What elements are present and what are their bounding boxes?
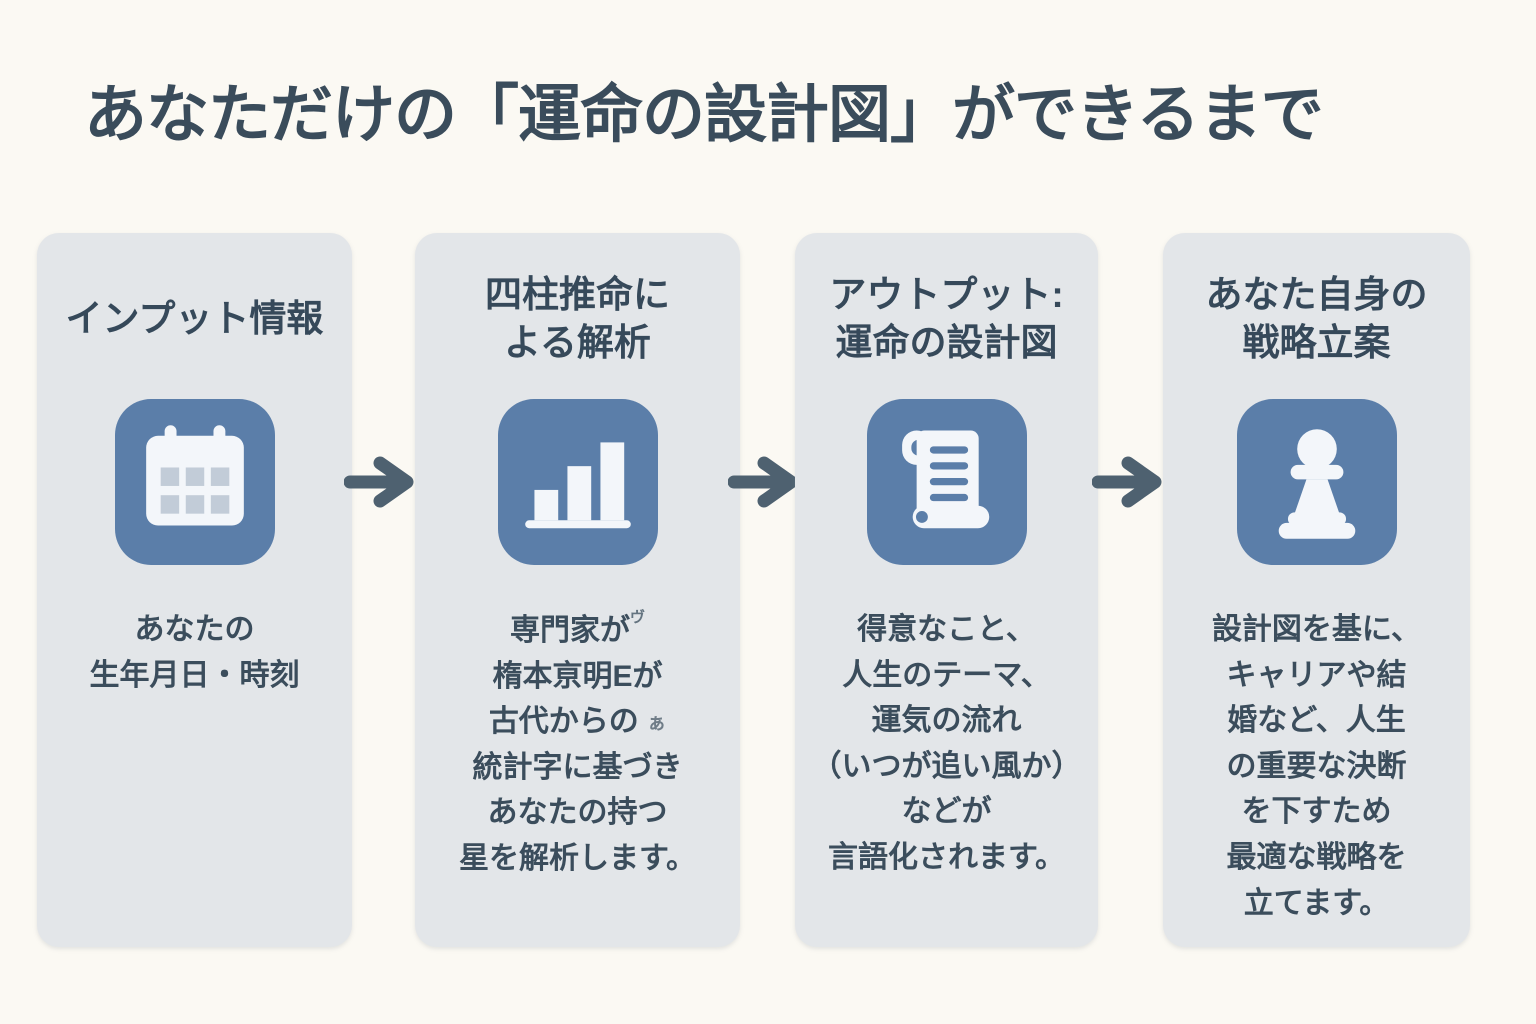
step-body: 得意なこと、 人生のテーマ、 運気の流れ （いつが追い風か） などが 言語化され… xyxy=(812,607,1082,881)
arrow-right-icon xyxy=(344,456,414,508)
body-line: 楕本亰明Eが xyxy=(492,659,663,693)
body-line: （いつが追い風か） xyxy=(811,749,1082,783)
chess-pawn-icon xyxy=(1278,429,1355,539)
body-line: 運気の流れ xyxy=(871,704,1022,738)
body-line: 統計字に基づき xyxy=(472,750,683,784)
step-body: 設計図を基に、 キャリアや結 婚など、人生 の重要な決断 を下すため 最適な戦略… xyxy=(1212,607,1421,926)
body-line: あなたの持つ xyxy=(487,796,668,830)
step-header: あなた自身の 戦略立案 xyxy=(1206,263,1428,375)
step-card-strategy: あなた自身の 戦略立案 設計図を基に、 キャリアや結 婚など、人生 の重要な決断… xyxy=(1163,233,1470,947)
step-header-line: 運命の設計図 xyxy=(835,322,1058,363)
step-card-input: インプット情報 あなたの 生年月日・時刻 xyxy=(37,233,352,947)
body-line: 人生のテーマ、 xyxy=(842,658,1051,692)
step-header-line: インプット情報 xyxy=(65,297,324,339)
body-line: 専門家がヴ xyxy=(459,607,696,654)
body-line: 生年月日・時刻 xyxy=(89,658,300,692)
step-header: インプット情報 xyxy=(66,263,324,375)
step-header-line: アウトプット: xyxy=(829,273,1064,315)
step-body: あなたの 生年月日・時刻 xyxy=(90,607,300,698)
step-card-output: アウトプット: 運命の設計図 得意なこと、 人生のテーマ、 運気の流れ （いつが… xyxy=(795,233,1098,947)
body-line: あなたの xyxy=(134,613,255,646)
body-line: 婚など、人生 xyxy=(1227,704,1406,738)
stray-mark: ヴ xyxy=(629,609,645,626)
step-header-line: よる解析 xyxy=(504,322,651,363)
body-line: を下すため xyxy=(1241,795,1392,829)
arrow-right-icon xyxy=(728,456,798,508)
body-line: 言語化されます。 xyxy=(828,840,1065,874)
page-title: あなただけの「運命の設計図」ができるまで xyxy=(84,80,1324,150)
step-icon-badge xyxy=(497,399,658,565)
step-header-line: 四柱推命に xyxy=(485,273,670,315)
body-line: 得意なこと、 xyxy=(857,613,1036,646)
step-icon-badge xyxy=(1236,399,1397,565)
body-line-text: 古代からの xyxy=(488,705,639,739)
body-line: 立てます。 xyxy=(1243,886,1390,920)
body-line-text: 専門家が xyxy=(509,614,630,647)
step-header-line: 戦略立案 xyxy=(1242,322,1391,363)
stray-mark: ぁ xyxy=(647,713,667,735)
calendar-icon xyxy=(145,425,244,526)
step-header: 四柱推命に よる解析 xyxy=(485,263,670,375)
arrow-right-icon xyxy=(1092,456,1162,508)
body-line: 星を解析します。 xyxy=(459,841,696,875)
body-line: の重要な決断 xyxy=(1226,749,1407,783)
body-line: などが xyxy=(901,795,992,829)
scroll-icon xyxy=(901,430,989,529)
step-header: アウトプット: 運命の設計図 xyxy=(829,263,1063,375)
step-body: 専門家がヴ 楕本亰明Eが 古代からの ぁ 統計字に基づき あなたの持つ 星を解析… xyxy=(459,607,696,882)
body-line: キャリアや結 xyxy=(1226,658,1407,692)
bar-chart-icon xyxy=(524,442,631,529)
body-line: 設計図を基に、 xyxy=(1211,613,1422,646)
step-icon-badge xyxy=(114,399,275,565)
body-line: 最適な戦略を xyxy=(1226,840,1407,874)
step-card-analysis: 四柱推命に よる解析 専門家がヴ 楕本亰明Eが 古代からの ぁ 統計字に基づき … xyxy=(415,233,740,947)
step-icon-badge xyxy=(866,399,1027,565)
step-header-line: あなた自身の xyxy=(1205,273,1428,315)
body-line: 古代からの ぁ xyxy=(459,699,696,745)
